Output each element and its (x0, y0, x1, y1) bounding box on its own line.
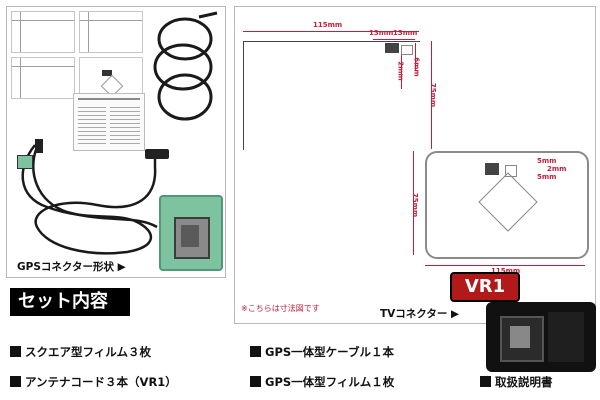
top-width-dim: 115mm (313, 21, 343, 29)
bottom-width-dim: 115mm (491, 267, 521, 275)
top-gap1-dim: 13mm (369, 29, 394, 37)
top-gap2-dim: 13mm (393, 29, 418, 37)
tv-connector-text: TVコネクター (380, 308, 448, 320)
item-manual: 取扱説明書 (480, 374, 553, 390)
top-antenna-outline (243, 41, 420, 150)
bottom-antenna-outline (425, 151, 589, 259)
vr1-badge: VR1 (450, 272, 520, 302)
item-antenna-cords: アンテナコード３本（VR1） (10, 374, 177, 390)
small-green-connector (17, 155, 33, 169)
square-bullet-icon (10, 346, 21, 357)
antenna-cords (153, 11, 218, 121)
top-antenna-element (385, 43, 399, 53)
instruction-manual (73, 93, 145, 151)
vr1-badge-text: VR1 (464, 276, 506, 297)
set-contents-title: セット内容 (10, 288, 130, 316)
small-black-connector (35, 139, 43, 153)
tv-connector-image (486, 302, 596, 372)
gps-connector-text: GPSコネクター形状 (17, 261, 114, 273)
item-square-film: スクエア型フィルム３枚 (10, 344, 151, 360)
gps-cable (21, 144, 158, 255)
square-bullet-icon (480, 376, 491, 387)
bottom-5mm-dim-a: 5mm (537, 157, 557, 165)
tv-connector-label: TVコネクター ▶ (380, 306, 459, 321)
top-2mm-dim: 2mm (396, 61, 405, 81)
square-bullet-icon (10, 376, 21, 387)
gps-connector-closeup (159, 195, 223, 271)
item-gps-cable: GPS一体型ケーブル１本 (250, 344, 394, 360)
bottom-2mm-dim: 2mm (547, 165, 567, 173)
bottom-5mm-dim-b: 5mm (537, 173, 557, 181)
triangle-right-icon: ▶ (451, 308, 460, 320)
square-film (11, 11, 75, 53)
square-film (79, 11, 143, 53)
product-photo-panel: GPSコネクター形状 ▶ (6, 6, 226, 278)
square-film (11, 57, 75, 99)
dimension-note: ※こちらは寸法図です (241, 304, 320, 313)
square-bullet-icon (250, 376, 261, 387)
bottom-height-dim: 75mm (411, 192, 420, 218)
dimension-diagram-panel: 115mm 13mm 13mm 2mm 6mm 75mm 5mm 2mm 5mm… (234, 6, 596, 324)
gps-connector-label: GPSコネクター形状 ▶ (17, 259, 126, 274)
bottom-antenna-element (485, 163, 499, 175)
triangle-right-icon: ▶ (117, 261, 126, 273)
gps-unit (145, 149, 169, 159)
top-6mm-dim: 6mm (412, 57, 421, 77)
item-gps-film: GPS一体型フィルム１枚 (250, 374, 394, 390)
gps-film (79, 57, 143, 99)
top-height-dim: 75mm (429, 82, 438, 108)
square-bullet-icon (250, 346, 261, 357)
